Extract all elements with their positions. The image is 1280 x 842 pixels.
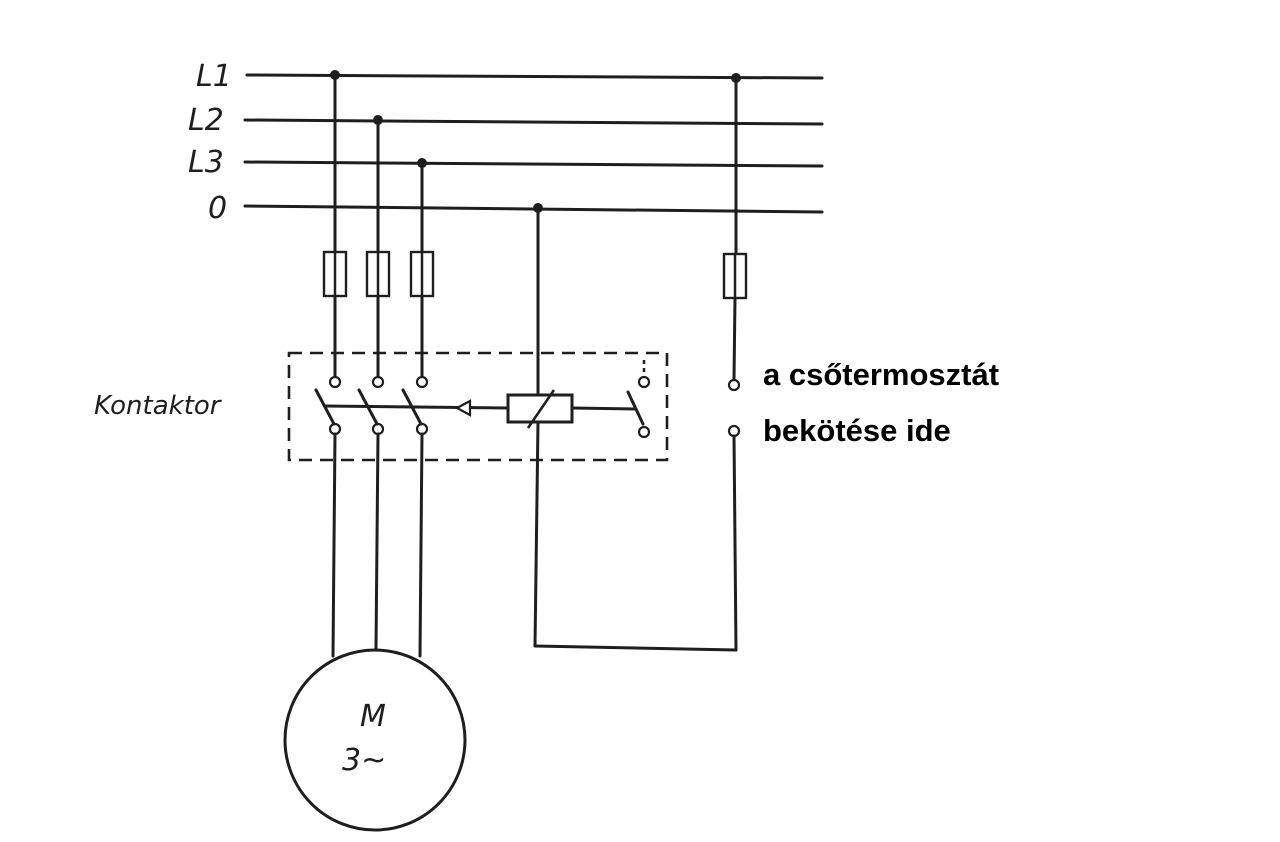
control-wire-lower bbox=[732, 434, 738, 652]
aux-contact-lower-terminal bbox=[637, 425, 651, 439]
contact-l1-lower-terminal bbox=[328, 422, 342, 436]
motor-lead-l1 bbox=[331, 432, 337, 658]
motor-symbol: M bbox=[360, 699, 386, 734]
mechanical-linkage-right bbox=[570, 406, 638, 411]
coil-return-wire bbox=[533, 420, 540, 648]
motor-lead-l3 bbox=[418, 432, 424, 658]
contact-l1-upper-terminal bbox=[328, 375, 342, 389]
bus-bar-l2 bbox=[243, 118, 824, 126]
contact-l3-upper-terminal bbox=[415, 375, 429, 389]
thermostat-note-line-1: a csőtermosztát bbox=[763, 357, 1000, 392]
control-wire-upper bbox=[732, 296, 737, 381]
bus-label-neutral: 0 bbox=[208, 191, 227, 226]
motor-circle bbox=[283, 648, 467, 832]
bus-bar-l3 bbox=[243, 160, 824, 168]
coil-bottom-wire bbox=[533, 644, 738, 652]
aux-contact-blade bbox=[626, 390, 645, 426]
bus-label-l1: L1 bbox=[196, 59, 232, 94]
motor-lead-l2 bbox=[374, 432, 380, 650]
thermostat-upper-terminal bbox=[727, 378, 741, 392]
aux-contact-upper-terminal bbox=[637, 375, 651, 389]
bus-label-l2: L2 bbox=[188, 103, 224, 138]
contact-l2-upper-terminal bbox=[371, 375, 385, 389]
thermostat-note-line-2: bekötése ide bbox=[763, 413, 951, 448]
mechanical-linkage-left bbox=[323, 404, 510, 410]
bus-bar-l1 bbox=[245, 73, 824, 80]
contactor-label: Kontaktor bbox=[94, 391, 223, 421]
coil-diagonal-mark bbox=[526, 389, 556, 429]
bus-label-l3: L3 bbox=[188, 145, 224, 180]
linkage-arrow bbox=[454, 399, 472, 417]
contactor-enclosure bbox=[287, 351, 669, 462]
thermostat-lower-terminal bbox=[727, 424, 741, 438]
motor-phase-label: 3~ bbox=[342, 743, 386, 778]
